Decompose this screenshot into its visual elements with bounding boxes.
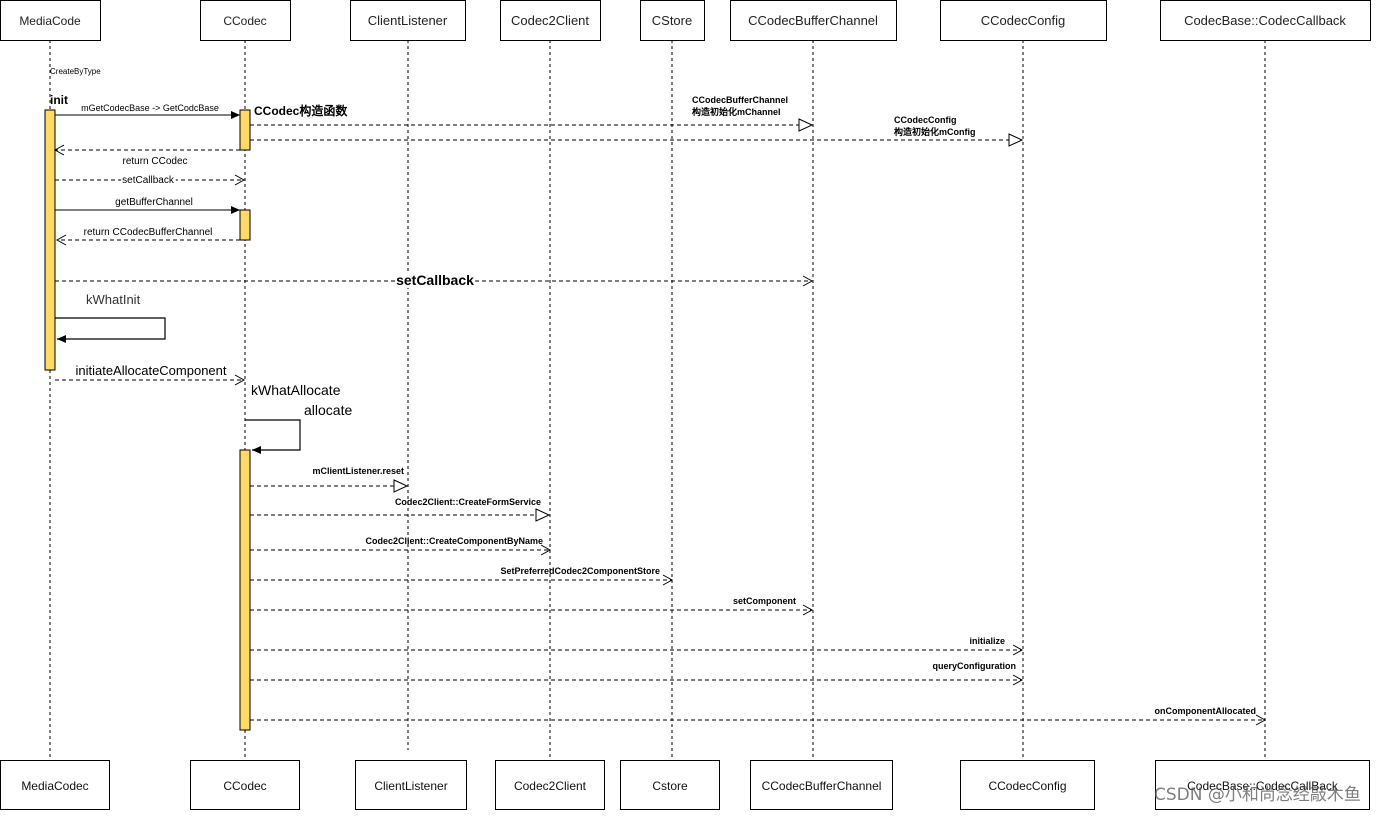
activation-bar — [239, 449, 251, 731]
note-label: CCodec构造函数 — [254, 103, 348, 118]
participant-box-bottom — [355, 760, 467, 810]
participant-label-bottom: CCodecBufferChannel — [762, 779, 882, 793]
self-call-kwhatinit — [55, 317, 166, 343]
activation-bar — [44, 109, 56, 371]
message-label: mGetCodecBase -> GetCodcBase — [81, 103, 219, 113]
message-label-background — [395, 272, 476, 288]
lifelines — [49, 40, 1266, 760]
participant-box-bottom — [495, 760, 605, 810]
note-label: init — [50, 93, 68, 107]
participant-box-bottom — [750, 760, 893, 810]
message-label: onComponentAllocated — [1155, 706, 1257, 716]
participant-label-top: CodecBase::CodecCallback — [1184, 13, 1346, 28]
message-label: return CCodec — [122, 156, 187, 167]
message-label: initialize — [969, 636, 1005, 646]
participant-box-top — [940, 0, 1107, 41]
participant-label-bottom: Cstore — [652, 779, 688, 793]
activation-bar — [239, 209, 251, 241]
message-label: setCallback — [122, 175, 175, 186]
participant-label-bottom: CCodec — [223, 779, 266, 793]
participant-label-bottom: ClientListener — [374, 779, 447, 793]
participant-label-top: CCodec — [223, 14, 266, 28]
self-call-allocate — [245, 419, 301, 454]
messages: mGetCodecBase -> GetCodcBase CCodecBuffer… — [53, 95, 1267, 726]
participant-box-bottom — [960, 760, 1095, 810]
participant-box-top — [500, 0, 601, 41]
participant-box-bottom — [620, 760, 720, 810]
participant-box-bottom — [0, 760, 110, 810]
note-label: kWhatInit — [86, 292, 141, 307]
participant-box-bottom — [190, 760, 300, 810]
participant-label-top: Codec2Client — [511, 13, 589, 28]
message-label: setCallback — [396, 272, 474, 288]
message-label: getBufferChannel — [115, 197, 193, 208]
note-label: CreateByType — [50, 67, 101, 76]
note-label: allocate — [304, 402, 352, 418]
activation-bar — [239, 109, 251, 151]
participant-label-top: MediaCode — [19, 14, 81, 28]
participant-label-top: ClientListener — [368, 13, 448, 28]
watermark: CSDN @小和尚念经敲木鱼 — [1154, 785, 1361, 805]
message-label: Codec2Client::CreateComponentByName — [365, 536, 543, 546]
message-label: initiateAllocateComponent — [75, 363, 226, 378]
message-label: setComponent — [733, 596, 796, 606]
participant-label-top: CCodecConfig — [981, 13, 1066, 28]
participant-label-top: CCodecBufferChannel — [748, 13, 878, 28]
participant-label-bottom: CCodecConfig — [988, 779, 1066, 793]
participant-box-top — [640, 0, 705, 41]
message-label-background — [121, 175, 176, 186]
participant-box-top — [350, 0, 466, 41]
participant-box-top — [1160, 0, 1371, 41]
participant-box-top — [200, 0, 291, 41]
participant-label-bottom: Codec2Client — [514, 779, 587, 793]
note-label: kWhatAllocate — [251, 382, 341, 398]
participant-label-bottom: MediaCodec — [21, 779, 88, 793]
participant-label-top: CStore — [652, 13, 692, 28]
message-label: return CCodecBufferChannel — [84, 227, 213, 238]
activation-bars — [44, 109, 251, 731]
participant-box-top — [730, 0, 897, 41]
participant-label-bottom: CodecBase::CodecCallBack — [1187, 779, 1339, 793]
message-label: Codec2Client::CreateFormService — [395, 497, 541, 507]
participant-box-bottom — [1155, 760, 1370, 810]
message-label: mClientListener.reset — [312, 466, 404, 476]
message-label: queryConfiguration — [933, 661, 1017, 671]
message-label: SetPreferredCodec2ComponentStore — [500, 566, 660, 576]
participant-box-top — [0, 0, 101, 41]
